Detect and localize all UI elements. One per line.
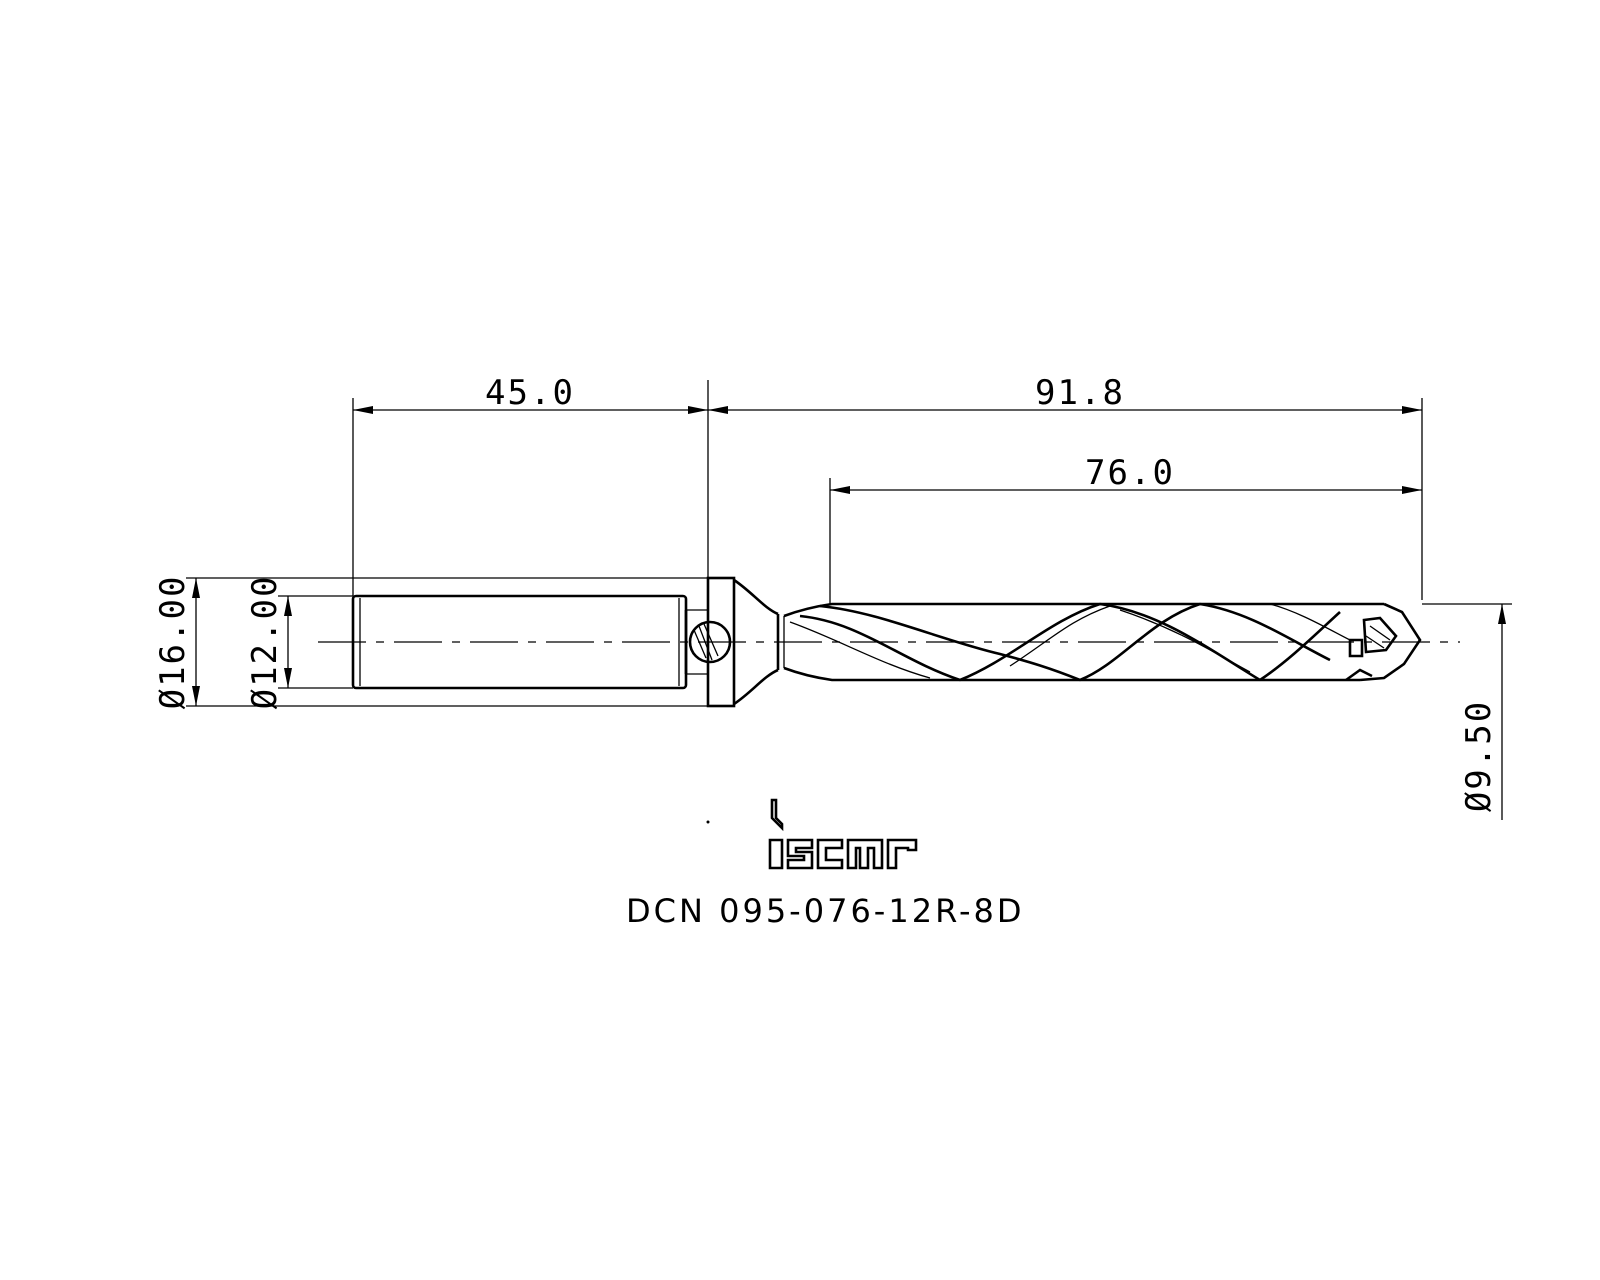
- extension-lines: [186, 380, 1512, 707]
- drill-tip: [1345, 602, 1422, 682]
- dim-shank-length: 45.0: [485, 373, 575, 413]
- dim-drill-diameter: Ø9.50: [1459, 700, 1499, 812]
- dim-shank-diameter: Ø12.00: [245, 575, 285, 710]
- dim-flute-length: 76.0: [1085, 453, 1175, 493]
- stray-mark: [706, 820, 710, 824]
- dim-overall-length: 91.8: [1035, 373, 1125, 413]
- neck: [733, 578, 785, 706]
- part-number: DCN 095-076-12R-8D: [626, 892, 1025, 930]
- dimension-lines: [192, 406, 1506, 820]
- flange: [684, 576, 736, 708]
- iscar-logo: [768, 798, 918, 870]
- dim-flange-diameter: Ø16.00: [153, 575, 193, 710]
- fluted-body: [783, 602, 1384, 682]
